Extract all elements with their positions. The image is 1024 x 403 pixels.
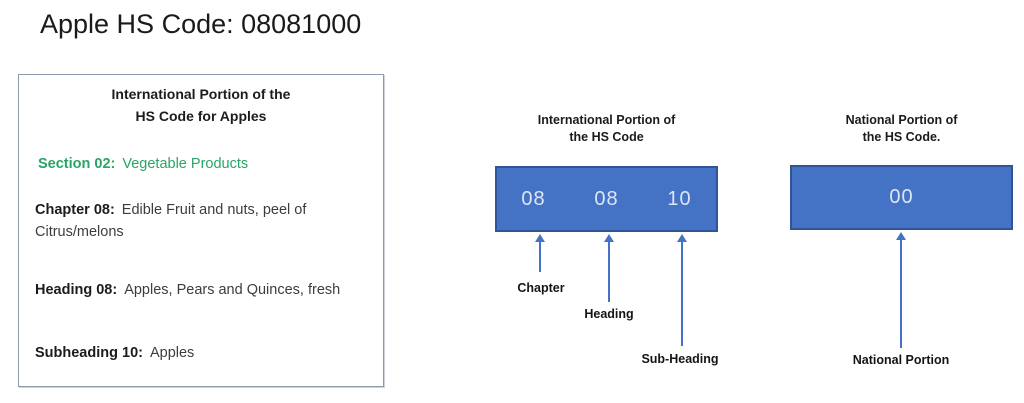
- info-row-heading: Heading 08: Apples, Pears and Quinces, fr…: [35, 279, 367, 301]
- info-row-chapter: Chapter 08:Edible Fruit and nuts, peel o…: [35, 199, 367, 243]
- national-heading-line2: the HS Code.: [862, 130, 941, 144]
- national-up-arrow-icon: [895, 232, 907, 348]
- international-code-box: 08 08 10: [495, 166, 718, 232]
- arrow-head: [604, 234, 614, 242]
- arrow-head: [896, 232, 906, 240]
- code-segment-national: 00: [889, 186, 914, 208]
- section-text: Vegetable Products: [122, 156, 249, 172]
- international-heading-line1: International Portion of: [537, 113, 676, 127]
- arrow-line: [681, 242, 683, 346]
- arrow-line: [900, 240, 902, 348]
- chapter-arrow-label: Chapter: [517, 281, 565, 295]
- code-segment-chapter: 08: [521, 187, 546, 210]
- heading-row-text: Apples, Pears and Quinces, fresh: [124, 282, 341, 298]
- arrow-head: [535, 234, 545, 242]
- heading-up-arrow-icon: [603, 234, 615, 302]
- hs-info-box: International Portion of the HS Code for…: [18, 74, 384, 387]
- page-title: Apple HS Code: 08081000: [40, 9, 362, 39]
- subheading-up-arrow-icon: [676, 234, 688, 346]
- subheading-row-label: Subheading 10:: [35, 345, 143, 361]
- chapter-row-text: Edible Fruit and nuts, peel of Citrus/me…: [35, 202, 307, 240]
- code-segment-heading: 08: [594, 187, 619, 210]
- heading-row-label: Heading 08:: [35, 282, 118, 298]
- arrow-line: [539, 242, 541, 272]
- subheading-arrow-label: Sub-Heading: [641, 352, 719, 366]
- code-segment-subheading: 10: [667, 187, 692, 210]
- national-heading-line1: National Portion of: [845, 113, 958, 127]
- arrow-head: [677, 234, 687, 242]
- info-row-subheading: Subheading 10: Apples: [35, 342, 367, 364]
- subheading-row-text: Apples: [149, 345, 195, 361]
- international-heading-line2: the HS Code: [569, 130, 644, 144]
- national-arrow-label: National Portion: [852, 353, 950, 367]
- info-box-title: International Portion of the HS Code for…: [35, 83, 367, 127]
- section-label: Section 02:: [38, 156, 116, 172]
- heading-arrow-label: Heading: [584, 307, 634, 321]
- info-row-section: Section 02: Vegetable Products: [38, 153, 367, 175]
- chapter-row-label: Chapter 08:: [35, 202, 115, 218]
- info-box-title-line1: International Portion of the: [111, 86, 291, 102]
- national-code-box: 00: [790, 165, 1013, 230]
- national-portion-heading: National Portion of the HS Code.: [790, 112, 1013, 146]
- arrow-line: [608, 242, 610, 302]
- international-portion-heading: International Portion of the HS Code: [495, 112, 718, 146]
- info-box-title-line2: HS Code for Apples: [135, 108, 267, 124]
- chapter-up-arrow-icon: [534, 234, 546, 272]
